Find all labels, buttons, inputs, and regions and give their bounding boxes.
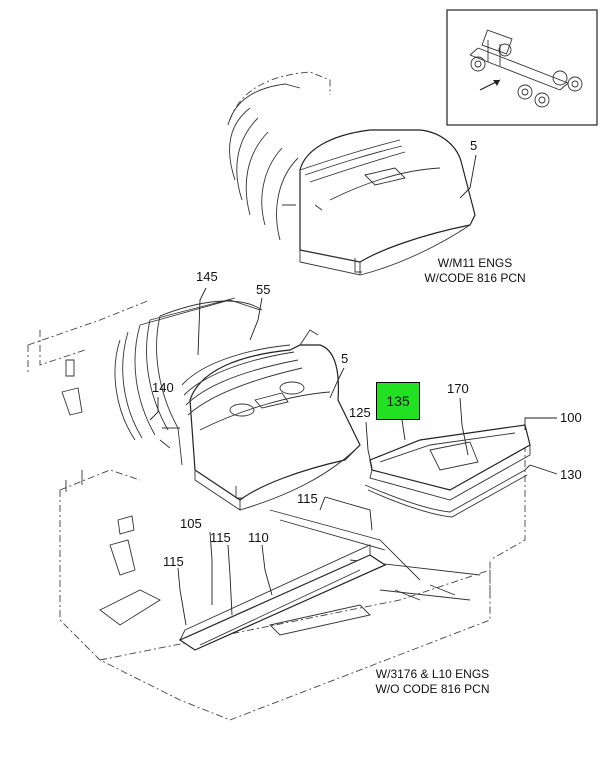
- callout-125: 125: [349, 405, 371, 420]
- callout-130: 130: [560, 467, 582, 482]
- note-m11-line2: W/CODE 816 PCN: [424, 271, 526, 285]
- callout-55: 55: [256, 282, 271, 297]
- callout-140: 140: [152, 380, 174, 395]
- callout-5-middle: 5: [341, 351, 349, 366]
- note-m11-engines: W/M11 ENGS W/CODE 816 PCN: [415, 256, 535, 286]
- leader-lines: [149, 154, 558, 626]
- callout-115-left: 115: [163, 554, 184, 569]
- callout-145: 145: [196, 269, 218, 284]
- callout-105: 105: [180, 516, 202, 531]
- callout-135-highlighted: 135: [376, 382, 420, 420]
- access-panel: [364, 424, 531, 518]
- note-l10-line1: W/3176 & L10 ENGS: [375, 667, 490, 681]
- chassis-locator-inset: [446, 9, 598, 126]
- note-m11-line1: W/M11 ENGS: [437, 256, 513, 270]
- callout-170: 170: [447, 381, 469, 396]
- cab-floor: [59, 430, 526, 721]
- note-l10-line2: W/O CODE 816 PCN: [375, 682, 490, 696]
- callout-115-rail: 115: [210, 530, 231, 545]
- callout-5-upper: 5: [470, 138, 478, 153]
- engine-cover-m11: [227, 71, 476, 276]
- callout-100: 100: [560, 410, 582, 425]
- callout-115-floor: 115: [297, 491, 318, 506]
- callout-110: 110: [248, 530, 269, 545]
- note-3176-l10-engines: W/3176 & L10 ENGS W/O CODE 816 PCN: [360, 667, 505, 697]
- engine-cover-3176: [27, 297, 361, 511]
